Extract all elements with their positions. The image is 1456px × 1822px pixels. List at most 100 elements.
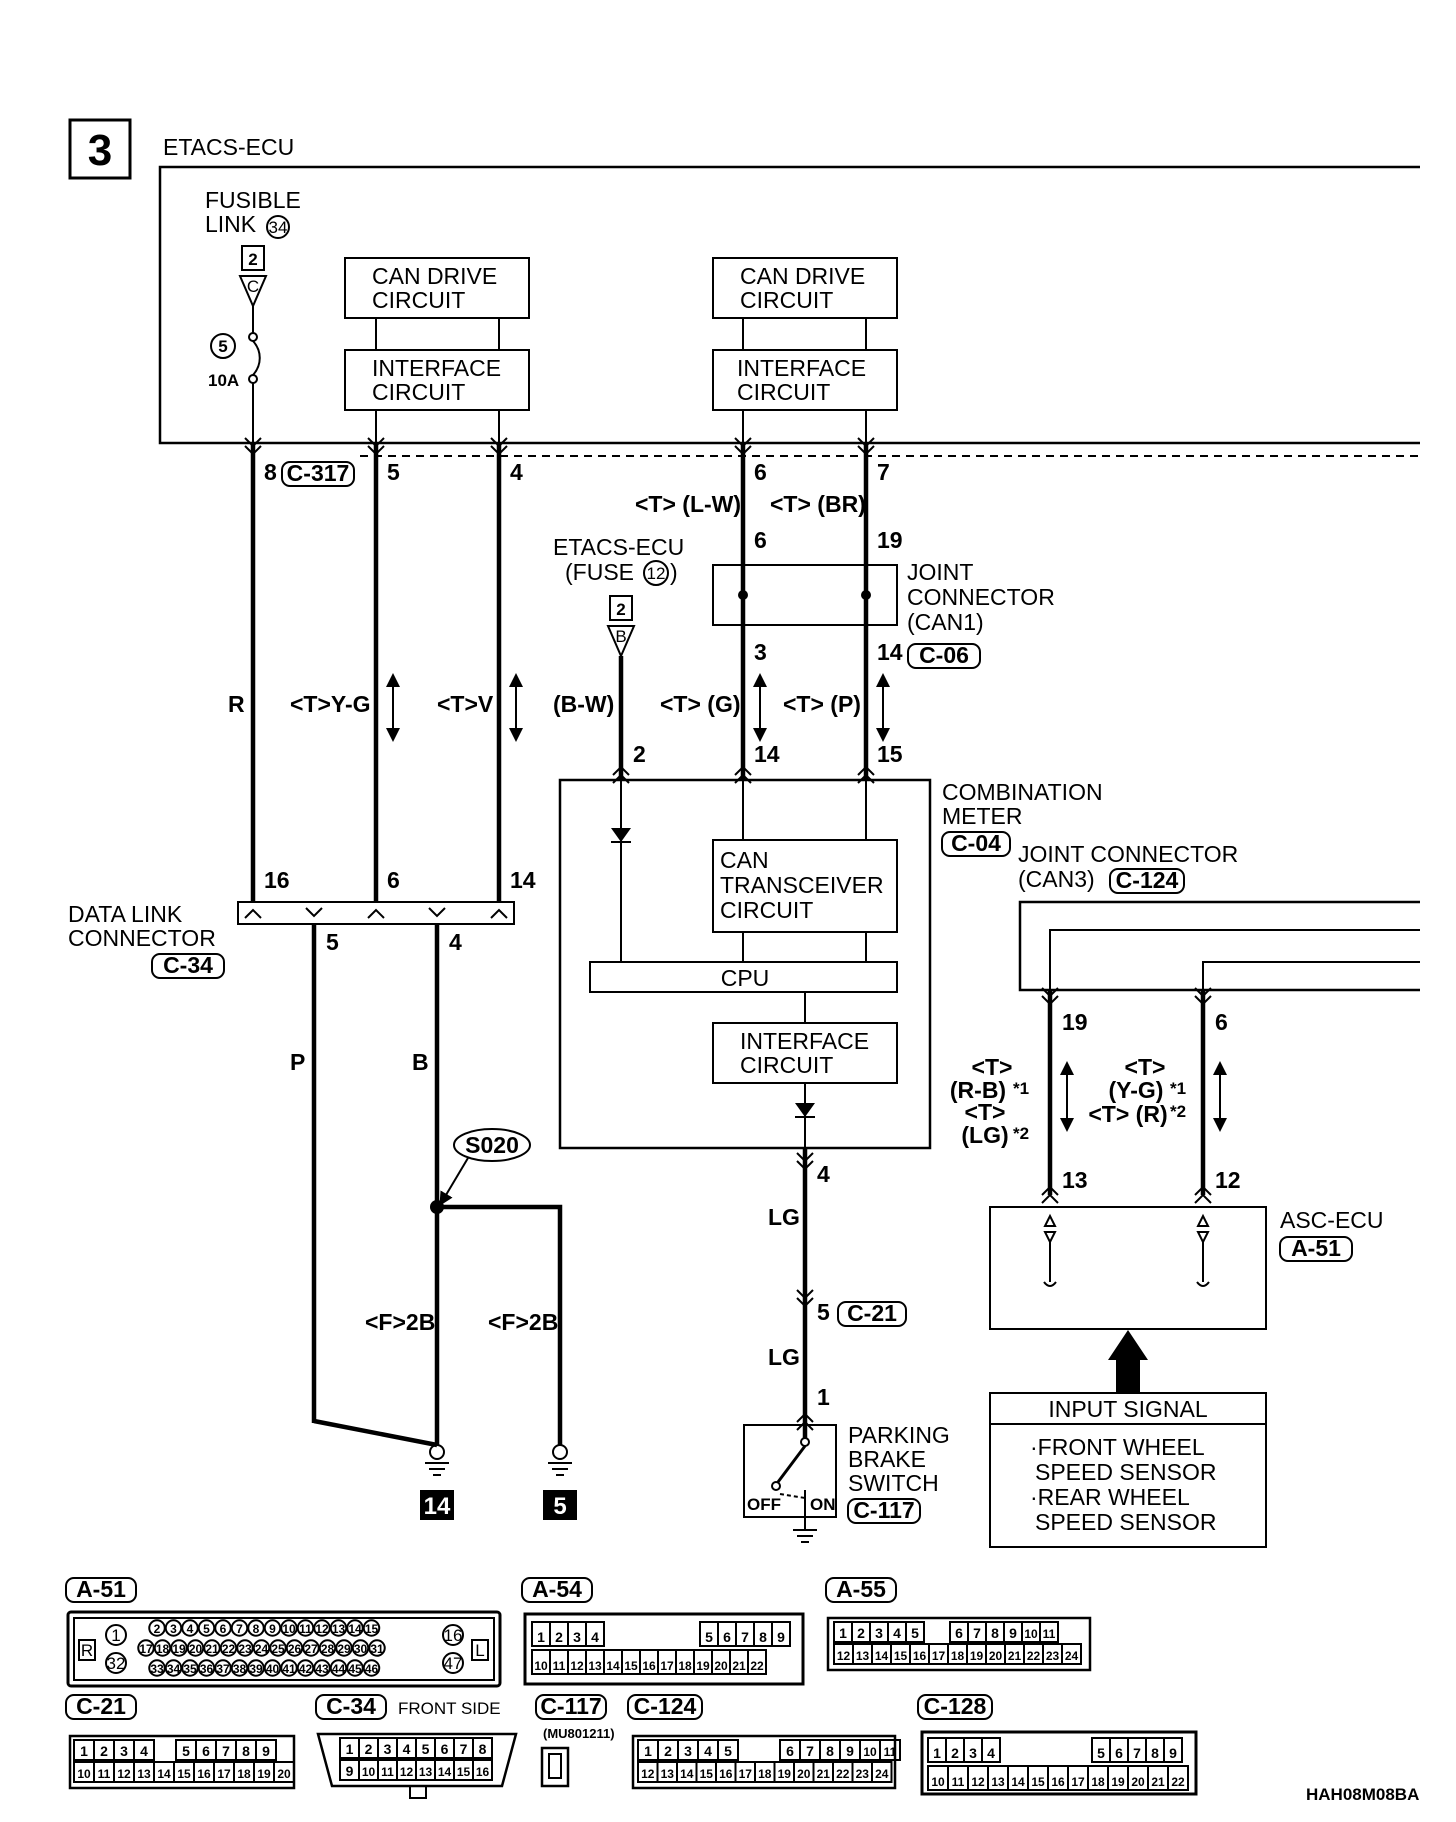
connector-pin-number: 3	[573, 1629, 581, 1645]
cpu-box	[589, 961, 898, 993]
input-signal-l1: ·FRONT WHEEL	[1030, 1434, 1205, 1460]
etacs-fuse-l1: ETACS-ECU	[553, 534, 684, 560]
dlc-pin-5: 5	[326, 929, 339, 955]
connector-pin-number: 22	[222, 1642, 236, 1656]
joint-can3-l1: JOINT CONNECTOR	[1018, 841, 1238, 867]
connector-pin-number: 5	[705, 1629, 713, 1645]
connector-pin-number: 6	[786, 1743, 794, 1759]
etacs-fuse-term: 2	[616, 600, 625, 619]
connector-pin-number: 13	[588, 1659, 602, 1673]
input-signal-box	[989, 1392, 1267, 1548]
drawing-code: HAH08M08BA	[1306, 1785, 1419, 1804]
connector-pin-number: 7	[460, 1741, 468, 1757]
connector-pin-cell	[585, 1621, 605, 1647]
data-link-connector	[237, 901, 515, 925]
connector-pin-number: 26	[288, 1642, 302, 1656]
a51-l-box	[471, 1639, 489, 1661]
wire-label-b-w: (B-W)	[553, 691, 614, 717]
a51-box	[1279, 1236, 1353, 1262]
etacs-ecu-frame	[158, 165, 1420, 445]
connector-pin-number: 16	[1051, 1775, 1065, 1789]
asc-pin-19: 19	[1062, 1009, 1088, 1035]
connector-pin-number: 44	[332, 1662, 346, 1676]
asc-ecu-box	[989, 1206, 1267, 1330]
connector-pin-circle	[362, 1619, 381, 1637]
connector-pin-number: 11	[98, 1767, 111, 1781]
connector-pin-number: 24	[875, 1767, 889, 1781]
asc-ecu-name: ASC-ECU	[1280, 1207, 1384, 1233]
dlc-pin-16: 16	[264, 867, 290, 893]
meter-pin-15: 15	[877, 741, 903, 767]
connector-pin-number: 17	[739, 1767, 753, 1781]
connector-pin-number: 1	[80, 1743, 88, 1759]
connector-pin-number: 23	[1046, 1649, 1060, 1663]
connector-pin-cell	[472, 1759, 493, 1781]
connector-pin-number: 9	[262, 1743, 270, 1759]
c117-face-label: C-117	[540, 1693, 601, 1719]
connector-pin-number: 6	[202, 1743, 210, 1759]
dlc-pin-4: 4	[449, 929, 462, 955]
connector-pin-number: 18	[758, 1767, 772, 1781]
wire-label-v: <T>V	[437, 691, 494, 717]
connector-pin-cell	[1163, 1737, 1183, 1763]
connector-pin-number: 22	[836, 1767, 850, 1781]
fusible-link-number-circle	[266, 215, 290, 239]
pin-8: 8	[264, 459, 277, 485]
connector-pin-number: 13	[991, 1775, 1005, 1789]
etacs-fuse-l2b: )	[670, 559, 678, 585]
connector-pin-number: 15	[177, 1767, 191, 1781]
can-drive-right-l2: CIRCUIT	[740, 287, 833, 313]
connector-pin-number: 12	[971, 1775, 985, 1789]
connector-pin-number: 15	[365, 1622, 379, 1636]
c34-front-side: FRONT SIDE	[398, 1699, 501, 1718]
wire-label-p: P	[290, 1049, 305, 1075]
connector-pin-number: 8	[242, 1743, 250, 1759]
connector-pin-number: 30	[354, 1642, 368, 1656]
connector-pin-number: 18	[156, 1642, 170, 1656]
connector-pin-number: 16	[913, 1649, 927, 1663]
fusible-link-number: 34	[269, 218, 288, 237]
connector-pin-number: 10	[534, 1659, 548, 1673]
connector-pin-cell	[981, 1737, 1001, 1763]
joint-can3-l2: (CAN3)	[1018, 866, 1095, 892]
connector-pin-number: 21	[1008, 1649, 1022, 1663]
connector-pin-number: 4	[403, 1741, 411, 1757]
connector-pin-number: 12	[400, 1765, 414, 1779]
connector-pin-number: 13	[137, 1767, 151, 1781]
c317-box	[281, 461, 355, 487]
asc-pin-12: 12	[1215, 1167, 1241, 1193]
c117-face-label-box	[535, 1694, 607, 1720]
connector-pin-number: 19	[172, 1642, 186, 1656]
connector-pin-number: 8	[759, 1629, 767, 1645]
c117-box	[847, 1498, 921, 1524]
connector-pin-number: 2	[664, 1743, 672, 1759]
asc-wire-t3: <T>	[1125, 1054, 1166, 1080]
can-drive-left-l2: CIRCUIT	[372, 287, 465, 313]
connector-pin-cell	[1167, 1765, 1189, 1791]
dlc-l1: DATA LINK	[68, 901, 183, 927]
connector-pin-number: 6	[1115, 1745, 1123, 1761]
a51-pin-1-label: 1	[111, 1626, 120, 1645]
connector-pin-number: 18	[1091, 1775, 1105, 1789]
connector-pin-number: 43	[315, 1662, 329, 1676]
connector-pin-number: 5	[911, 1625, 919, 1641]
connector-pin-number: 38	[233, 1662, 247, 1676]
input-signal-l4: SPEED SENSOR	[1035, 1509, 1217, 1535]
joint-pin-3: 3	[754, 639, 767, 665]
connector-pin-number: 12	[837, 1649, 851, 1663]
connector-pin-cell	[472, 1737, 493, 1759]
pin-6-etacs: 6	[754, 459, 767, 485]
fusible-term: 2	[248, 250, 257, 269]
combination-meter-box	[558, 778, 932, 1150]
can-trans-l3: CIRCUIT	[720, 897, 813, 923]
wire-label-p-can: <T> (P)	[783, 691, 861, 717]
connector-pin-number: 8	[1151, 1745, 1159, 1761]
page-number: 3	[88, 126, 112, 175]
meter-pin-4: 4	[817, 1161, 830, 1187]
asc-pin-13: 13	[1062, 1167, 1088, 1193]
interface-right-l2: CIRCUIT	[737, 379, 830, 405]
connector-pin-number: 9	[346, 1763, 354, 1779]
